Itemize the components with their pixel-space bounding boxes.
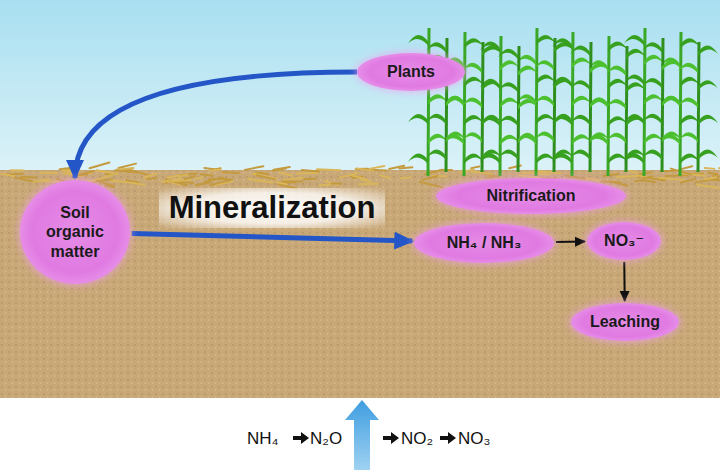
straw-litter (1, 162, 720, 188)
white-strip (0, 398, 720, 473)
ellipse-node: Leaching (571, 303, 678, 341)
ellipse-node: Soil organic matter (20, 180, 130, 284)
arrow-connector (623, 262, 625, 301)
corn-plants (408, 28, 718, 176)
formula-term: NO₃ (458, 429, 490, 449)
soil (0, 170, 720, 398)
arrow-connector (556, 241, 585, 243)
node-label: NO₃⁻ (604, 231, 644, 250)
node-label: Plants (387, 62, 435, 81)
node-label: Soil organic matter (39, 203, 111, 261)
process-label: Mineralization (159, 188, 386, 228)
ellipse-node: Plants (357, 53, 465, 91)
node-label: NH₄ / NH₃ (447, 233, 522, 252)
ellipse-node: NO₃⁻ (587, 222, 661, 260)
ellipse-node: NH₄ / NH₃ (414, 223, 554, 263)
node-label: Leaching (590, 312, 660, 331)
ellipse-node: Nitrification (436, 178, 626, 214)
arrow-connector (75, 72, 357, 178)
arrow-connector (132, 234, 413, 242)
formula-term: NO₂ (401, 429, 433, 449)
node-label: Nitrification (487, 186, 576, 205)
sky (0, 0, 720, 172)
formula-term: N₂O (310, 429, 342, 449)
up-arrow (345, 400, 379, 470)
formula-term: NH₄ (247, 429, 279, 449)
